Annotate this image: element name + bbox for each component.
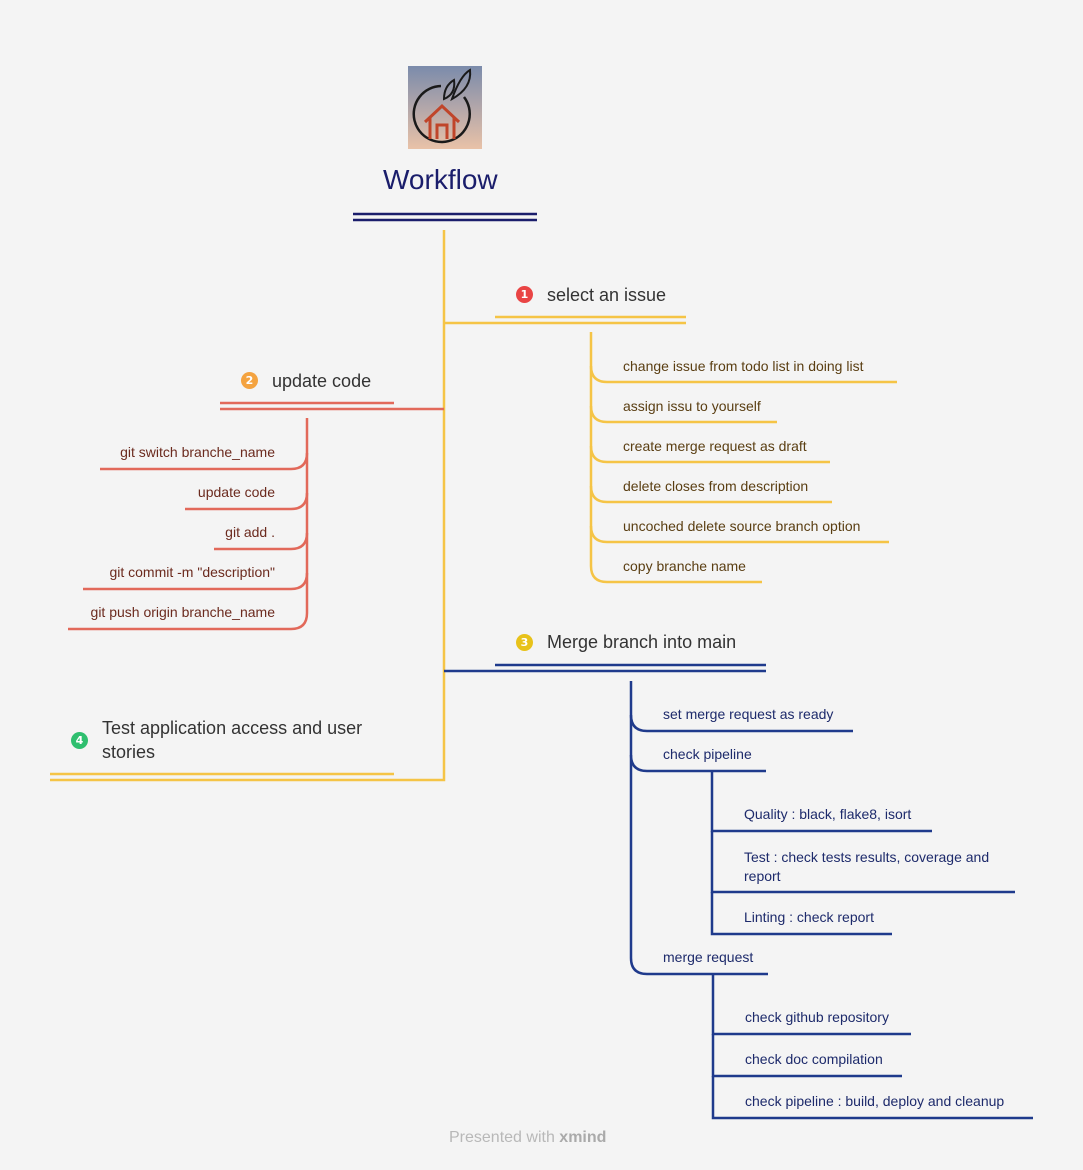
topic-merge-branch[interactable]: Merge branch into main (547, 632, 737, 652)
subtopic-1-5[interactable]: uncoched delete source branch option (623, 518, 861, 534)
subtopic-3-2-2[interactable]: Test : check tests results, coverage and… (744, 849, 990, 884)
subtopic-2-1[interactable]: git switch branche_name (120, 444, 275, 460)
priority-3-icon: 3 (516, 634, 533, 651)
topic-update-code[interactable]: update code (272, 371, 372, 391)
subtopic-3-3-1[interactable]: check github repository (745, 1009, 889, 1025)
subtopic-3-2-3[interactable]: Linting : check report (744, 909, 874, 925)
topic-test-application[interactable]: Test application access and user stories (102, 718, 363, 762)
subtopic-2-3[interactable]: git add . (225, 524, 275, 540)
subtopic-2-4[interactable]: git commit -m "description" (109, 564, 275, 580)
priority-1-icon: 1 (516, 286, 533, 303)
subtopic-1-6[interactable]: copy branche name (623, 558, 746, 574)
root-title[interactable]: Workflow (383, 164, 498, 195)
subtopic-3-2[interactable]: check pipeline (663, 746, 752, 762)
subtopic-1-1[interactable]: change issue from todo list in doing lis… (623, 358, 864, 374)
orange-house-logo (408, 66, 482, 149)
subtopic-1-2[interactable]: assign issu to yourself (623, 398, 761, 414)
topic-select-issue[interactable]: select an issue (547, 285, 667, 305)
footer-credit: Presented with xmind (449, 1129, 606, 1147)
subtopic-2-2[interactable]: update code (197, 484, 275, 500)
xmind-brand: xmind (559, 1129, 607, 1146)
subtopic-3-2-1[interactable]: Quality : black, flake8, isort (744, 806, 912, 822)
subtopic-3-3[interactable]: merge request (663, 949, 754, 965)
priority-2-icon: 2 (241, 372, 258, 389)
subtopic-3-1[interactable]: set merge request as ready (663, 706, 834, 722)
subtopic-3-3-3[interactable]: check pipeline : build, deploy and clean… (745, 1093, 1005, 1109)
footer-prefix: Presented with (449, 1129, 555, 1146)
subtopic-2-5[interactable]: git push origin branche_name (90, 604, 275, 620)
priority-4-icon: 4 (71, 732, 88, 749)
subtopic-1-3[interactable]: create merge request as draft (623, 438, 807, 454)
subtopic-1-4[interactable]: delete closes from description (623, 478, 809, 494)
subtopic-3-3-2[interactable]: check doc compilation (745, 1051, 883, 1067)
